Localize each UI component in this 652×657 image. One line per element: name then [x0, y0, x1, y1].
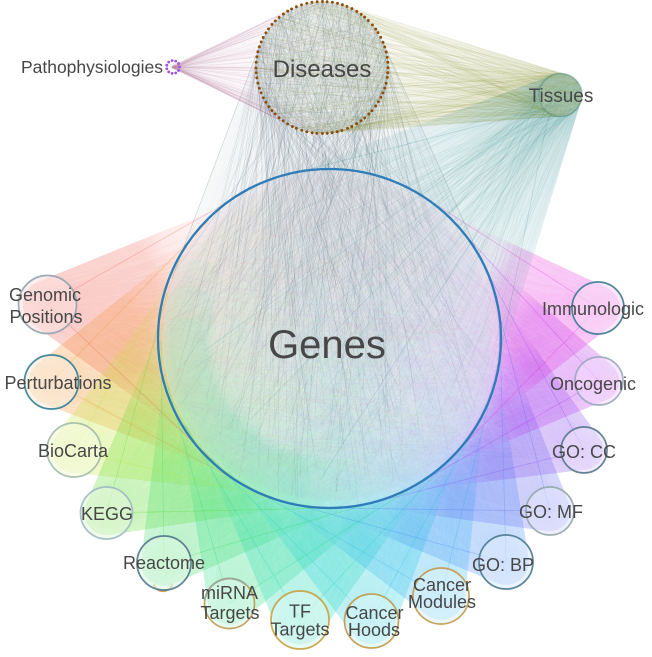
svg-text:Immunologic: Immunologic	[542, 299, 644, 319]
svg-text:Reactome: Reactome	[123, 553, 205, 573]
svg-text:Oncogenic: Oncogenic	[550, 374, 636, 394]
svg-text:KEGG: KEGG	[81, 504, 133, 524]
svg-text:Genes: Genes	[268, 323, 386, 367]
svg-text:Positions: Positions	[9, 307, 82, 327]
svg-text:miRNA: miRNA	[201, 583, 258, 603]
svg-text:Hoods: Hoods	[348, 620, 400, 640]
svg-text:Cancer: Cancer	[413, 575, 471, 595]
svg-text:GO: MF: GO: MF	[519, 502, 583, 522]
svg-text:Tissues: Tissues	[529, 86, 594, 107]
svg-text:Targets: Targets	[200, 603, 259, 623]
svg-text:Genomic: Genomic	[9, 285, 81, 305]
svg-text:Perturbations: Perturbations	[4, 373, 111, 393]
svg-text:TF: TF	[289, 602, 311, 622]
svg-text:GO: BP: GO: BP	[472, 555, 534, 575]
svg-text:Diseases: Diseases	[273, 56, 372, 83]
svg-text:Cancer: Cancer	[345, 603, 403, 623]
svg-text:Modules: Modules	[408, 592, 476, 612]
svg-text:Targets: Targets	[270, 620, 329, 640]
svg-text:Pathophysiologies: Pathophysiologies	[21, 57, 163, 77]
svg-text:BioCarta: BioCarta	[38, 441, 109, 461]
svg-text:GO: CC: GO: CC	[552, 442, 616, 462]
